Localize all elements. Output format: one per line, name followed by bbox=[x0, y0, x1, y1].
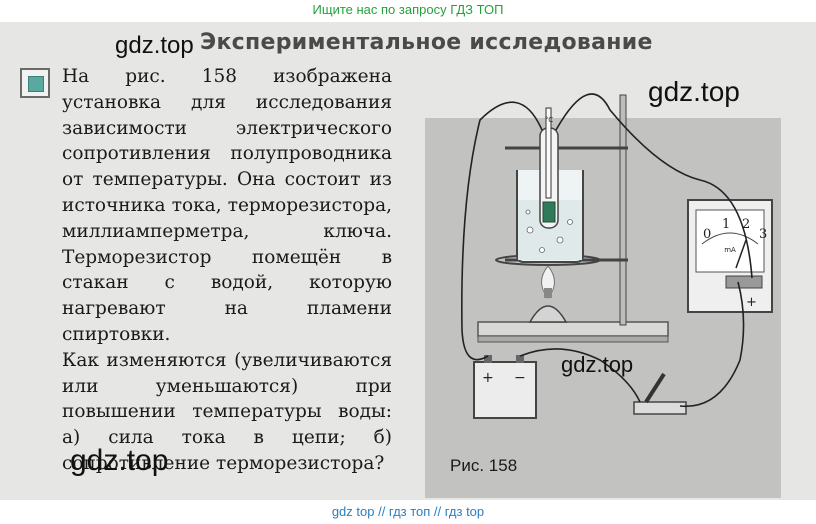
meter-tick-3: 3 bbox=[759, 227, 767, 242]
meter-tick-1: 1 bbox=[722, 217, 730, 232]
lamp-wick bbox=[544, 288, 552, 298]
meter-tick-2: 2 bbox=[742, 217, 750, 232]
section-title: Экспериментальное исследование bbox=[200, 30, 653, 55]
battery-terminal-minus bbox=[516, 355, 524, 363]
watermark: gdz.top bbox=[648, 76, 740, 107]
switch-base bbox=[633, 401, 687, 415]
task-paragraph-1: На рис. 158 изображена установка для исс… bbox=[62, 66, 392, 345]
stand-rod bbox=[619, 94, 627, 326]
stand-base-edge bbox=[477, 335, 669, 343]
stand-base bbox=[477, 321, 669, 337]
task-marker-icon bbox=[20, 68, 50, 98]
meter-tick-0: 0 bbox=[703, 227, 711, 242]
battery-plus-label: + bbox=[482, 370, 494, 386]
figure-caption: Рис. 158 bbox=[450, 456, 518, 475]
circuit-wires bbox=[461, 93, 753, 408]
battery-terminal-plus bbox=[484, 355, 492, 363]
task-text: На рис. 158 изображена установка для исс… bbox=[62, 64, 392, 477]
watermark: gdz.top bbox=[561, 352, 634, 377]
meter-dial bbox=[695, 209, 765, 273]
watermark: gdz.top bbox=[115, 32, 194, 59]
thermometer-mark: °C bbox=[545, 116, 554, 124]
bottom-banner: gdz top // гдз топ // гдз top bbox=[331, 504, 485, 519]
battery-minus-label: − bbox=[514, 370, 526, 386]
spirit-lamp bbox=[528, 305, 568, 323]
meter-scale-arc bbox=[701, 232, 759, 245]
watermark: gdz.top bbox=[70, 444, 169, 477]
task-paragraph-2: Как изменяются (увеличиваются или уменьш… bbox=[62, 349, 392, 474]
meter-plus-label: + bbox=[746, 295, 757, 310]
top-banner: Ищите нас по запросу ГДЗ ТОП bbox=[312, 2, 504, 17]
meter-needle bbox=[735, 239, 747, 269]
switch-lever bbox=[644, 372, 666, 404]
meter-unit: mA bbox=[724, 246, 736, 254]
thermometer bbox=[545, 107, 552, 199]
meter-terminals bbox=[725, 275, 763, 289]
battery bbox=[473, 361, 537, 419]
thermoresistor bbox=[542, 201, 556, 223]
